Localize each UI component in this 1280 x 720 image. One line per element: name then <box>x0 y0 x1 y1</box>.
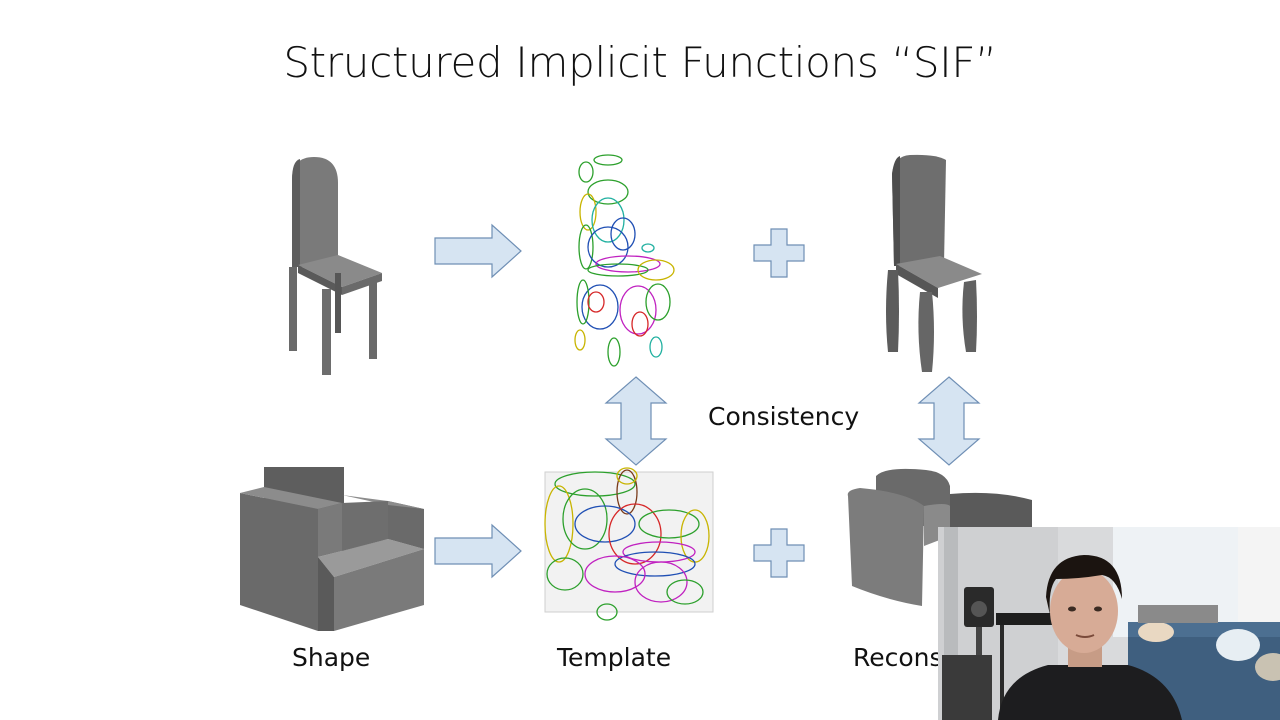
armchair-template-ellipsoids <box>544 467 714 621</box>
chair-shape-image <box>289 157 382 375</box>
chair-template-ellipsoids <box>574 154 675 367</box>
plus-icon <box>753 528 805 578</box>
updown-arrow-icon <box>917 376 981 466</box>
plus-icon <box>753 228 805 278</box>
chair-reconstruction-image <box>886 154 982 372</box>
webcam-video-overlay <box>938 527 1280 720</box>
armchair-shape-image <box>240 467 424 631</box>
slide-title: Structured Implicit Functions “SIF” <box>283 38 997 87</box>
consistency-label: Consistency <box>708 402 860 431</box>
template-label: Template <box>557 643 672 672</box>
right-arrow-icon <box>434 523 522 579</box>
reconstruction-label: Recons <box>853 643 943 672</box>
right-arrow-icon <box>434 223 522 279</box>
shape-label: Shape <box>292 643 371 672</box>
updown-arrow-icon <box>604 376 668 466</box>
